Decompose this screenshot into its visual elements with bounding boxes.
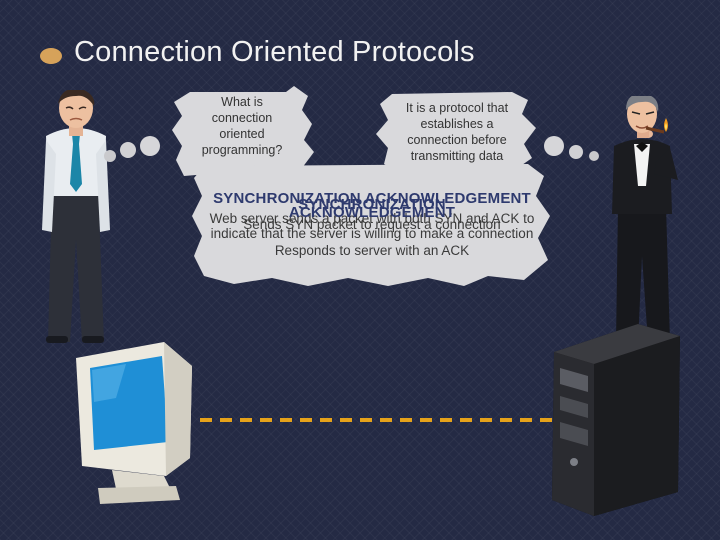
ack-heading: ACKNOWLEDGEMENT: [288, 204, 456, 221]
right-thought-bubble-icon: [376, 92, 536, 178]
left-bubble-line: What is: [221, 95, 263, 109]
right-bubble-line: transmitting data: [410, 149, 504, 163]
left-bubble-line: programming?: [201, 143, 283, 157]
left-bubble-line: connection: [211, 111, 273, 125]
ack-layer: ACKNOWLEDGEMENT Responds to server with …: [188, 204, 556, 258]
syn-ack-layer: SYNCHRONIZATION ACKNOWLEDGEMENT Web serv…: [188, 190, 556, 241]
left-bubble-text: What is connection oriented programming?: [190, 94, 294, 158]
syn-layer: SYNCHRONIZATION Sends SYN packet to requ…: [188, 196, 556, 232]
title-bullet-icon: [40, 48, 62, 64]
left-thought-bubble-icon: [172, 86, 314, 182]
businessman-icon: [612, 96, 678, 344]
crt-monitor-icon: [76, 342, 192, 504]
right-bubble-line: connection before: [407, 133, 507, 147]
worried-man-icon: [42, 90, 110, 343]
connection-line-icon: [200, 418, 552, 422]
right-bubble-text: It is a protocol that establishes a conn…: [388, 100, 526, 164]
left-thought-dots-icon: [104, 136, 160, 162]
right-thought-dots-icon: [544, 136, 599, 161]
server-tower-icon: [552, 324, 680, 516]
right-bubble-line: establishes a: [420, 117, 494, 131]
ack-body-line: Responds to server with an ACK: [274, 243, 470, 258]
syn-heading: SYNCHRONIZATION: [298, 196, 446, 213]
syn-ack-body-line: Web server sends a packet with both SYN …: [209, 211, 535, 226]
handshake-cloud-icon: [192, 164, 550, 286]
handshake-text-region: SYNCHRONIZATION ACKNOWLEDGEMENT Web serv…: [188, 190, 556, 280]
right-bubble-line: It is a protocol that: [405, 101, 509, 115]
syn-body-line: Sends SYN packet to request a connection: [243, 217, 501, 232]
syn-ack-heading: SYNCHRONIZATION ACKNOWLEDGEMENT: [213, 190, 531, 207]
slide-title: Connection Oriented Protocols: [74, 36, 475, 68]
left-bubble-line: oriented: [219, 127, 265, 141]
syn-ack-body-line: indicate that the server is willing to m…: [210, 226, 534, 241]
